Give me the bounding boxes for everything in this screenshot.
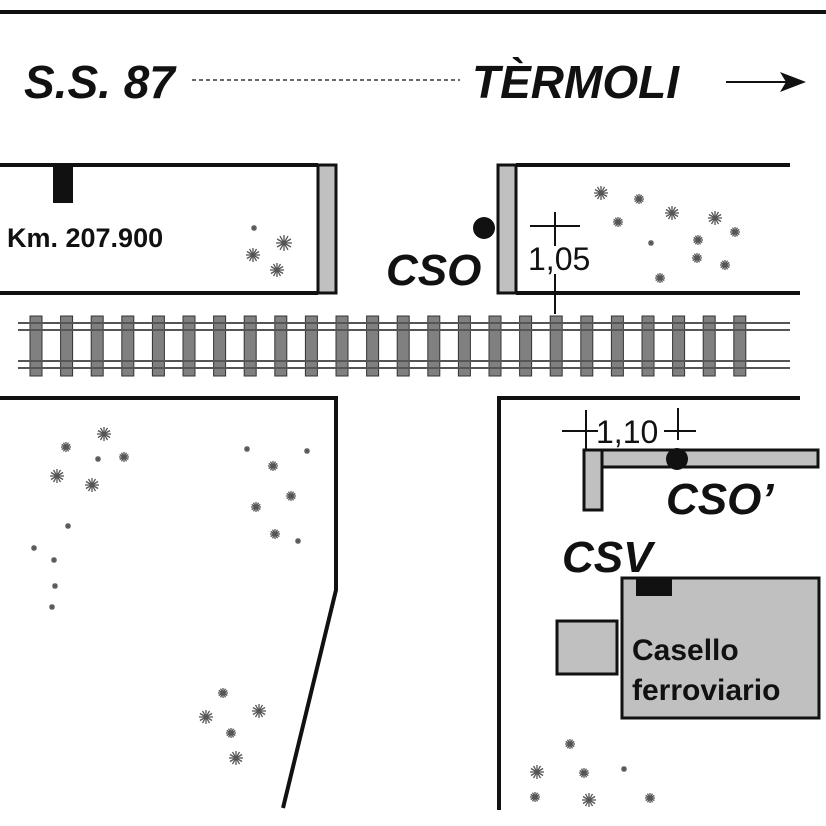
destination-name: TÈRMOLI (472, 56, 680, 108)
flower-icon (119, 452, 129, 462)
flower-icon (286, 491, 296, 501)
flower-icon (85, 478, 99, 492)
cso-prime-label: CSO’ (666, 475, 774, 524)
flower-icon (730, 227, 740, 237)
vegetation (31, 186, 740, 807)
flower-icon (61, 442, 71, 452)
road-name: S.S. 87 (24, 56, 177, 108)
flower-icon (582, 793, 596, 807)
flower-icon (218, 688, 228, 698)
flower-icon (276, 235, 292, 251)
upper-right-area: CSO 1,05 (386, 163, 800, 314)
arrow-right-icon (726, 72, 806, 92)
flower-icon (226, 728, 236, 738)
flower-icon (665, 206, 679, 220)
flower-icon (645, 793, 655, 803)
upper-right-barrier (496, 163, 518, 295)
annex-building (555, 619, 619, 676)
flower-icon (655, 273, 665, 283)
flower-icon (530, 765, 544, 779)
flower-icon (579, 768, 589, 778)
flower-icon (692, 253, 702, 263)
flower-icon (95, 456, 101, 462)
house-label-line1: Casello (632, 634, 739, 667)
flower-icon (50, 469, 64, 483)
flower-icon (49, 604, 55, 610)
flower-icon (594, 186, 608, 200)
flower-icon (295, 538, 301, 544)
flower-icon (565, 739, 575, 749)
flower-icon (270, 529, 280, 539)
flower-icon (621, 766, 627, 772)
flower-icon (708, 211, 722, 225)
railway-track (18, 315, 790, 377)
flower-icon (268, 461, 278, 471)
flower-icon (97, 427, 111, 441)
flower-icon (199, 710, 213, 724)
flower-icon (251, 225, 257, 231)
flower-icon (31, 545, 37, 551)
flower-icon (270, 263, 284, 277)
flower-icon (634, 194, 644, 204)
cso-prime-signal-dot (666, 448, 688, 470)
cso-label: CSO (386, 246, 481, 295)
flower-icon (613, 217, 623, 227)
flower-icon (229, 751, 243, 765)
flower-icon (51, 557, 57, 563)
cso-distance: 1,05 (528, 241, 590, 277)
house-label-line2: ferroviario (632, 674, 780, 707)
upper-left-barrier (316, 163, 338, 295)
km-label: Km. 207.900 (7, 223, 163, 253)
flower-icon (52, 583, 58, 589)
cso-signal-dot (473, 217, 495, 239)
csv-signal-box (636, 578, 672, 596)
flower-icon (720, 260, 730, 270)
lower-left-area (0, 396, 338, 809)
upper-left-area: Km. 207.900 (0, 163, 338, 295)
flower-icon (304, 448, 310, 454)
flower-icon (648, 240, 654, 246)
flower-icon (246, 248, 260, 262)
flower-icon (693, 235, 703, 245)
flower-icon (244, 446, 250, 452)
cso-prime-barrier-post (582, 448, 604, 512)
csv-label: CSV (562, 533, 656, 582)
flower-icon (530, 792, 540, 802)
flower-icon (65, 523, 71, 529)
cso-prime-barrier-arm (600, 448, 820, 469)
railway-house (620, 576, 821, 720)
cso-prime-distance: 1,10 (596, 414, 658, 450)
km-post (53, 165, 73, 203)
flower-icon (252, 704, 266, 718)
lower-right-area: 1,10 CSO’ CSV Casello ferroviario (497, 396, 821, 810)
flower-icon (251, 502, 261, 512)
